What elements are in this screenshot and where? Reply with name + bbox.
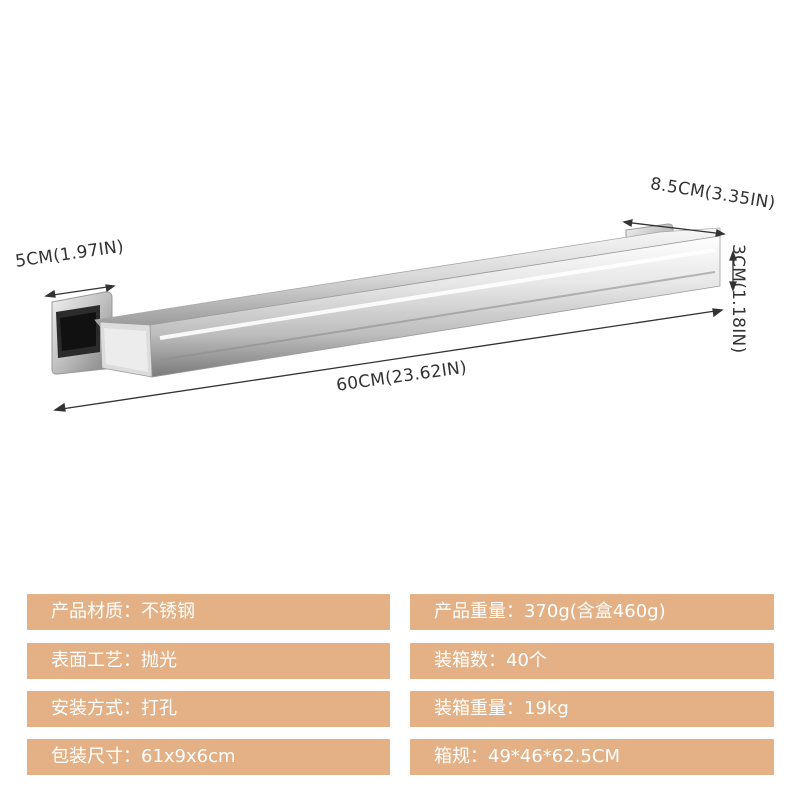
product-figure: 5CM(1.97IN) 8.5CM(3.35IN) 3CM(1.18IN) 60…: [14, 174, 777, 412]
spec-carton-qty: 装箱数：40个: [410, 643, 774, 679]
spec-carton-size: 箱规：49*46*62.5CM: [410, 739, 774, 775]
spec-finish: 表面工艺：抛光: [27, 643, 390, 679]
left-wall-mount: [51, 291, 113, 375]
spec-material: 产品材质：不锈钢: [27, 594, 390, 630]
towel-bar-illustration: [44, 219, 737, 412]
dimension-lines: [44, 219, 737, 412]
spec-package-size: 包装尺寸：61x9x6cm: [27, 739, 390, 775]
spec-installation: 安装方式：打孔: [27, 691, 390, 727]
spec-carton-weight: 装箱重量：19kg: [410, 691, 774, 727]
spec-weight: 产品重量：370g(含盒460g): [410, 594, 774, 630]
